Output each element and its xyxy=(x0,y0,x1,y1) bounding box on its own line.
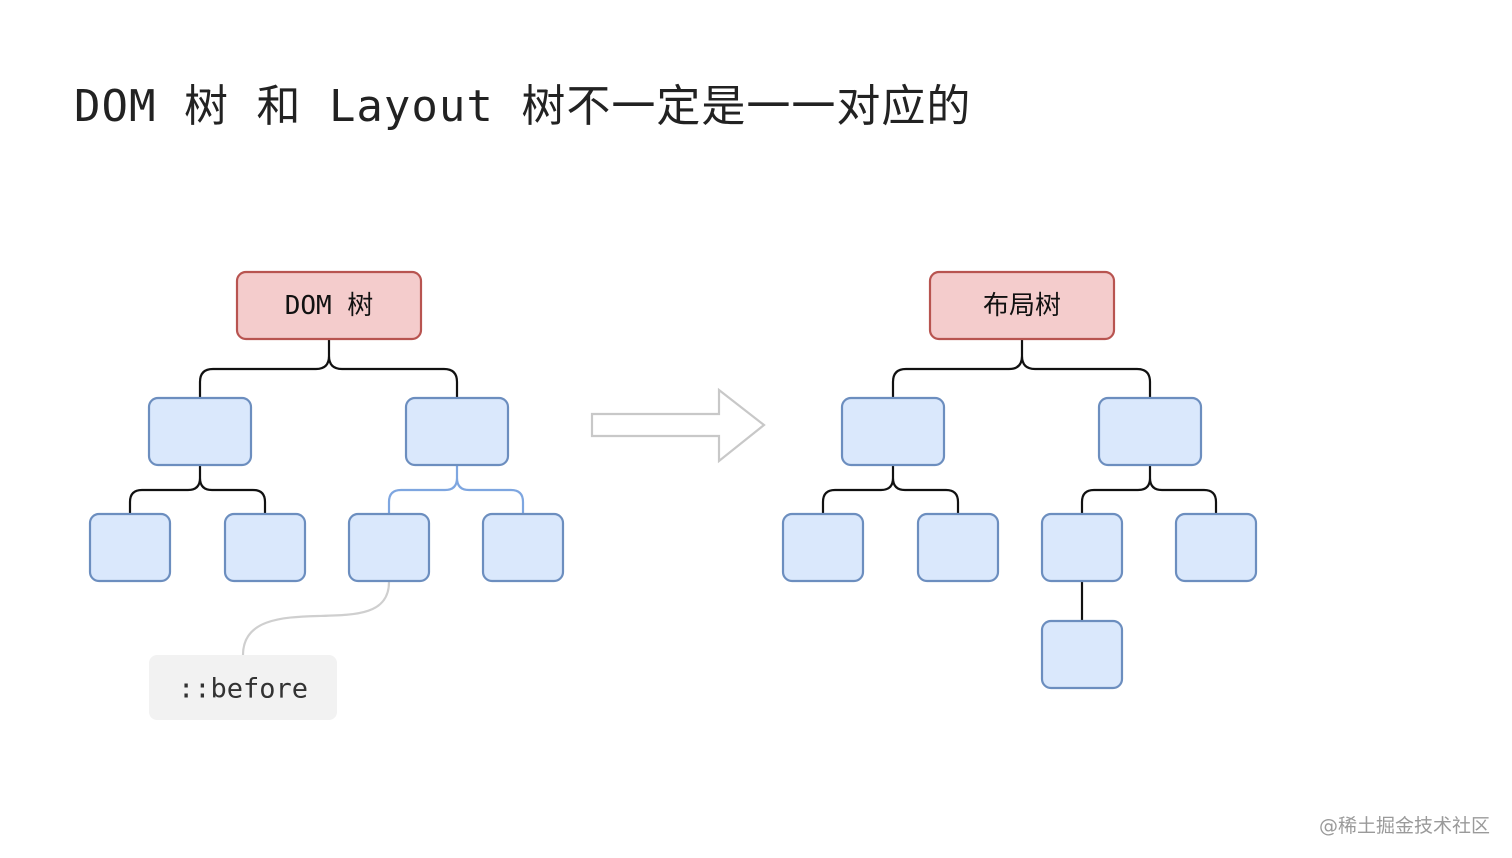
layout-pseudo-node xyxy=(1040,619,1124,690)
dom-root-label: DOM 树 xyxy=(285,291,374,321)
layout-node xyxy=(1097,396,1203,467)
dom-tree: DOM 树 ::before xyxy=(88,270,565,720)
layout-tree: 布局树 xyxy=(781,270,1258,690)
dom-connector-right xyxy=(387,465,525,514)
dom-connector-root xyxy=(198,340,459,398)
dom-connector-left xyxy=(128,465,267,514)
dom-node xyxy=(404,396,510,467)
transform-arrow-icon xyxy=(590,387,766,464)
layout-node xyxy=(1040,512,1124,583)
dom-node xyxy=(88,512,172,583)
layout-root-label: 布局树 xyxy=(983,291,1061,321)
dom-node xyxy=(223,512,307,583)
layout-node xyxy=(916,512,1000,583)
dom-node xyxy=(347,512,431,583)
dom-root-node xyxy=(235,270,423,341)
layout-node xyxy=(781,512,865,583)
layout-connector-left xyxy=(821,465,960,514)
pseudo-connector xyxy=(241,581,391,656)
watermark: @稀土掘金技术社区 xyxy=(1318,815,1490,837)
page-title: DOM 树 和 Layout 树不一定是一一对应的 xyxy=(74,81,972,132)
pseudo-element-label: ::before xyxy=(178,674,308,705)
dom-node xyxy=(481,512,565,583)
layout-connector-right xyxy=(1080,465,1218,514)
layout-root-node xyxy=(928,270,1116,341)
dom-node xyxy=(147,396,253,467)
pseudo-element-note xyxy=(149,655,337,720)
layout-connector-root xyxy=(891,340,1152,398)
layout-node xyxy=(840,396,946,467)
layout-node xyxy=(1174,512,1258,583)
